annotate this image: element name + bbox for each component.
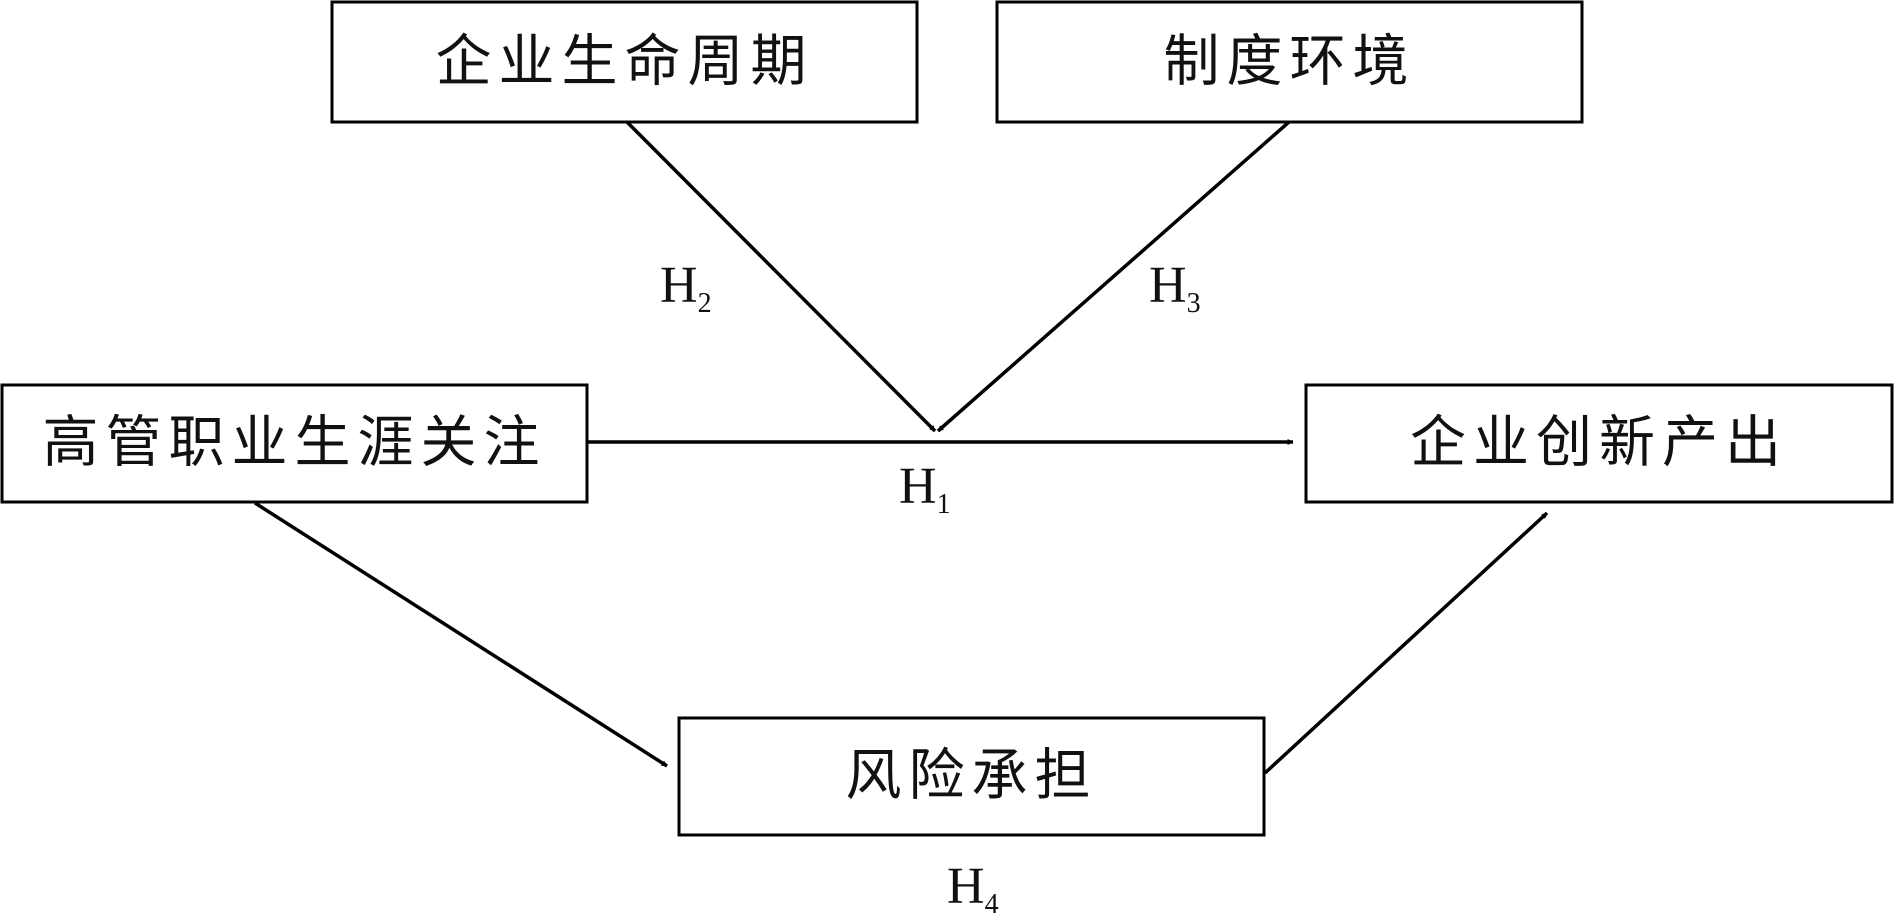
node-risk: 风险承担 — [677, 716, 1266, 837]
hypothesis-h1-letter: H — [899, 458, 937, 515]
edge-career-to-risk — [254, 501, 668, 768]
edge-risk-to-innovation — [1263, 511, 1549, 775]
node-innovation-label: 企业创新产出 — [1410, 411, 1788, 476]
node-innovation: 企业创新产出 — [1304, 383, 1894, 504]
hypothesis-h3-letter: H — [1149, 257, 1187, 314]
hypothesis-h3-label: H3 — [1149, 257, 1201, 319]
edge-institution-to-main-path — [936, 120, 1291, 433]
hypothesis-h4-subscript: 4 — [985, 889, 999, 914]
node-risk-label: 风险承担 — [846, 744, 1098, 809]
node-lifecycle-label: 企业生命周期 — [436, 30, 814, 95]
node-lifecycle: 企业生命周期 — [330, 0, 919, 124]
node-career: 高管职业生涯关注 — [0, 383, 589, 504]
node-institution: 制度环境 — [995, 0, 1584, 124]
hypothesis-h4-label: H4 — [947, 858, 999, 914]
hypothesis-h2-subscript: 2 — [698, 288, 712, 319]
hypothesis-h4-letter: H — [947, 858, 985, 914]
hypothesis-h3-subscript: 3 — [1187, 288, 1201, 319]
hypothesis-h2-label: H2 — [660, 257, 712, 319]
hypothesis-h1-subscript: 1 — [937, 489, 951, 520]
edge-lifecycle-to-main-path — [625, 120, 937, 433]
node-institution-label: 制度环境 — [1164, 30, 1416, 95]
hypothesis-h2-letter: H — [660, 257, 698, 314]
node-career-label: 高管职业生涯关注 — [43, 411, 547, 476]
hypothesis-h1-label: H1 — [899, 458, 951, 520]
